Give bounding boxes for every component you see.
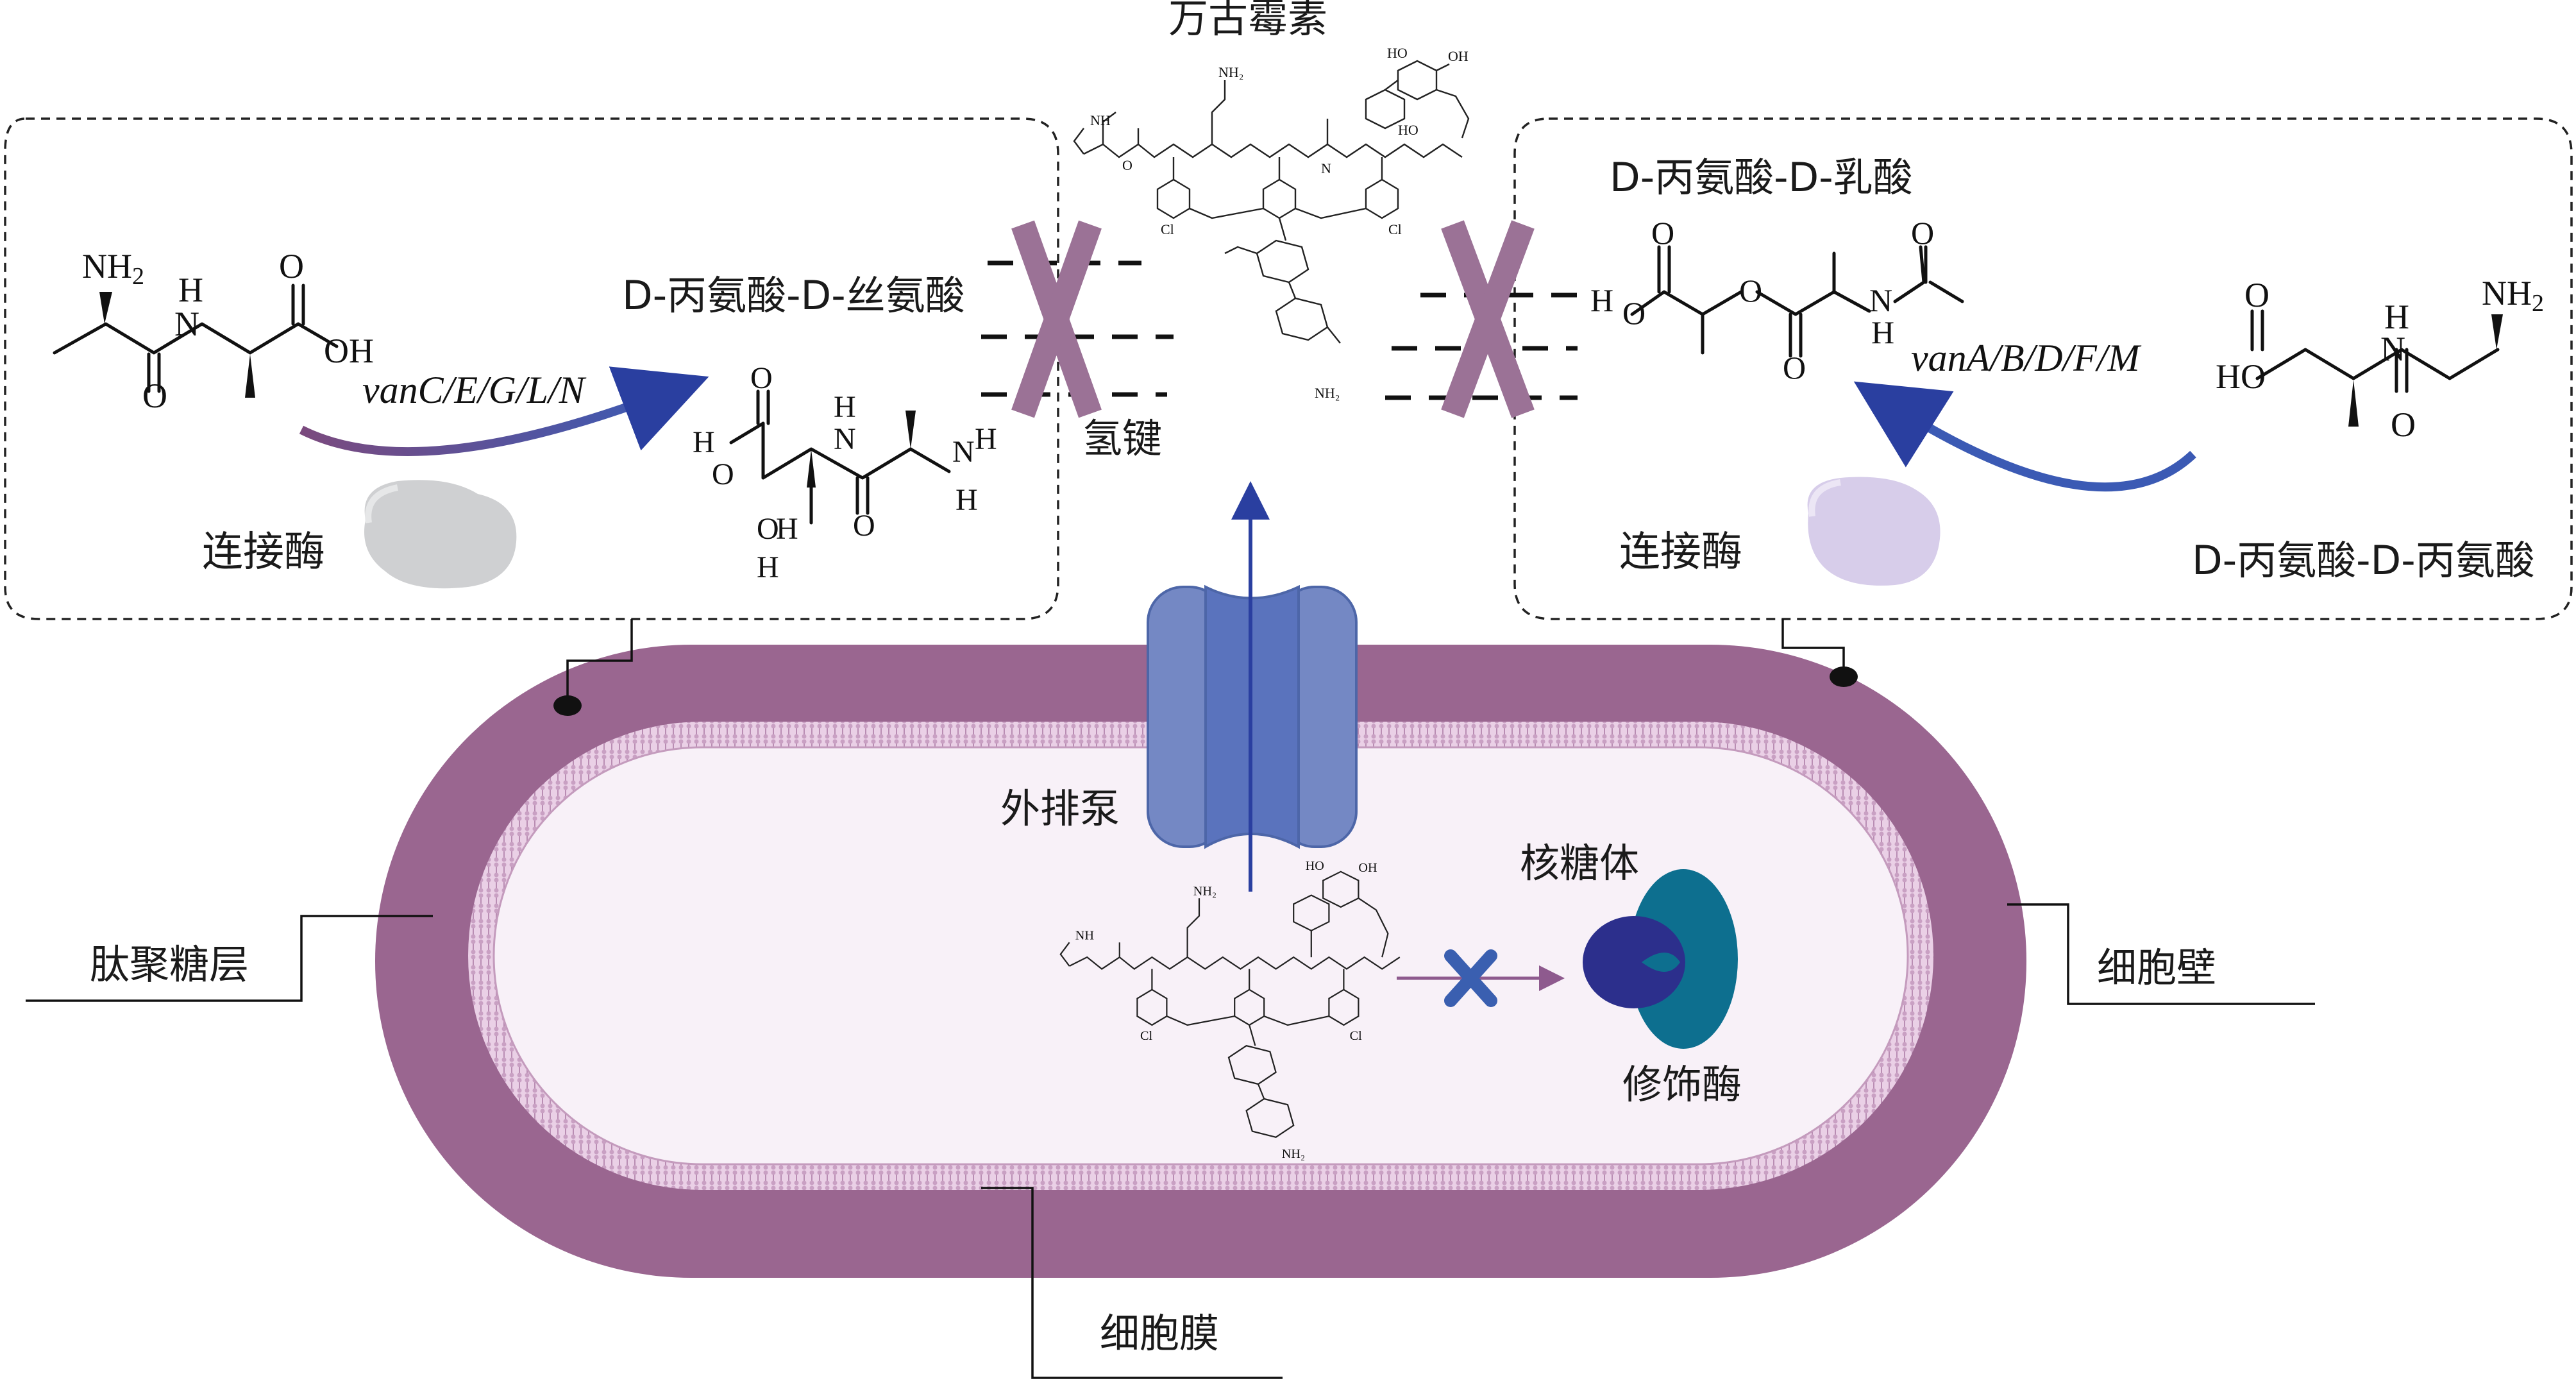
vanco-top-n: N	[1321, 160, 1331, 176]
ser-h4-text: H	[757, 550, 779, 584]
ser-h3-text: H	[776, 512, 798, 546]
left-nh2-text: NH2	[82, 247, 144, 290]
ser-o3-text: O	[853, 509, 875, 543]
lac-o4-text: O	[1783, 350, 1806, 386]
left-ala-ala-structure: NH2 H N O O OH	[53, 247, 374, 415]
left-n-text: N	[174, 305, 199, 343]
lac-n-text: N	[1869, 282, 1892, 318]
rala-o2-text: O	[2391, 405, 2416, 444]
right-gene-label: vanA/B/D/F/M	[1911, 337, 2142, 379]
ser-o-text: O	[712, 457, 734, 491]
right-ala-lac-structure: H O O O O N H O	[1590, 215, 1964, 386]
left-panel-leader-dot	[553, 695, 582, 716]
right-enzyme-label: 连接酶	[1619, 529, 1742, 576]
right-panel: D-丙氨酸-D-乳酸 H O O O O N H O vanA/B/D/F/M	[1513, 117, 2573, 687]
right-lactate-label: D-丙氨酸-D-乳酸	[1610, 154, 1913, 201]
right-dashed-box	[1513, 117, 2573, 620]
left-oh-text: OH	[324, 332, 374, 370]
vanco-cell-cl: Cl	[1140, 1029, 1152, 1043]
vanco-cell-nh: NH	[1075, 929, 1095, 943]
ligase-enzyme-icon	[364, 480, 517, 589]
vancomycin-structure-top: NH NH₂ HO OH HO Cl Cl NH₂ N O	[1073, 45, 1470, 401]
rala-n-text: N	[2380, 330, 2405, 368]
right-panel-leader-dot	[1830, 666, 1858, 687]
ligase-enzyme-icon-right	[1807, 477, 1940, 586]
vanco-top-ho2: HO	[1398, 122, 1418, 138]
vanco-top-cl2: Cl	[1388, 221, 1402, 237]
efflux-pump-label: 外排泵	[1000, 785, 1120, 832]
block-x-icon-right	[1441, 220, 1535, 418]
left-dashed-box	[4, 117, 1059, 620]
left-gene-label: vanC/E/G/L/N	[362, 369, 587, 411]
ribosome-icon	[1583, 869, 1738, 1049]
left-reaction-arrow	[299, 366, 709, 456]
ser-h-text: H	[693, 425, 715, 459]
left-substrate-label: D-丙氨酸-D-丝氨酸	[622, 272, 965, 319]
vanco-cell-oh: OH	[1358, 861, 1377, 875]
vanco-top-ho: HO	[1387, 45, 1408, 61]
bacterial-cell	[375, 645, 2026, 1278]
rala-h-text: H	[2384, 298, 2409, 336]
lac-o5-text: O	[1911, 215, 1934, 251]
lac-o-text: O	[1622, 295, 1646, 331]
ser-n-text: N	[834, 422, 856, 456]
right-substrate-label: D-丙氨酸-D-丙氨酸	[2192, 537, 2535, 584]
block-x-icon-left	[1011, 220, 1102, 418]
ser-o2-text: O	[750, 361, 773, 395]
lac-h-text: H	[1590, 282, 1613, 318]
peptidoglycan-leader	[26, 915, 433, 1002]
vancomycin-structure-cell: NH NH₂ HO OH Cl Cl NH₂	[1059, 859, 1401, 1161]
modifying-enzyme-label: 修饰酶	[1622, 1061, 1742, 1108]
vanco-cell-nh2: NH₂	[1193, 885, 1216, 899]
left-h-text: H	[178, 271, 203, 309]
left-panel-leader	[566, 619, 633, 704]
vanco-cell-nh2b: NH₂	[1282, 1147, 1305, 1161]
lac-h2-text: H	[1871, 314, 1894, 350]
vanco-top-nh2b: NH₂	[1315, 385, 1340, 401]
ser-h6-text: H	[955, 483, 978, 517]
ser-n2-text: N	[952, 435, 975, 469]
left-panel: NH2 H N O O OH vanC/E/G/L/N 连接酶 D-丙氨酸-D-…	[4, 117, 1059, 716]
left-o2-text: O	[279, 247, 304, 285]
vancomycin-title: 万古霉素	[1168, 0, 1327, 42]
lac-o2-text: O	[1651, 215, 1674, 251]
hydrogen-bond-label: 氢键	[1082, 415, 1162, 462]
right-reaction-arrow	[1853, 381, 2196, 492]
rala-ho-text: HO	[2216, 357, 2266, 396]
vanco-top-cl: Cl	[1161, 221, 1174, 237]
cell-membrane-leader	[981, 1187, 1283, 1379]
ribosome-label: 核糖体	[1520, 840, 1639, 887]
left-enzyme-label: 连接酶	[202, 529, 325, 576]
rala-nh2-text: NH2	[2482, 274, 2544, 317]
vanco-top-oh: OH	[1448, 48, 1469, 64]
left-o-text: O	[142, 377, 167, 415]
peptidoglycan-label: 肽聚糖层	[90, 941, 249, 988]
rala-o-text: O	[2244, 276, 2269, 314]
right-ala-ala-structure: HO O H N O NH2	[2216, 274, 2544, 444]
ser-h2-text: H	[834, 390, 856, 424]
left-ala-ser-structure: H O O H N O O H H N H H	[693, 361, 997, 584]
cell-wall-leader	[2007, 903, 2315, 1005]
right-panel-leader	[1781, 619, 1845, 670]
vanco-top-o: O	[1122, 157, 1132, 173]
lac-o3-text: O	[1739, 273, 1762, 309]
vanco-cell-cl2: Cl	[1350, 1029, 1362, 1043]
ser-o4-text: O	[757, 512, 779, 546]
vanco-cell-ho: HO	[1306, 859, 1324, 873]
cell-membrane-label: 细胞膜	[1100, 1310, 1219, 1357]
vanco-top-nh2: NH₂	[1218, 64, 1243, 80]
vanco-top-nh: NH	[1090, 112, 1111, 128]
block-x-icon-cell	[1444, 949, 1497, 1007]
cell-wall-label: 细胞壁	[2097, 944, 2216, 991]
ser-h5-text: H	[975, 422, 997, 456]
